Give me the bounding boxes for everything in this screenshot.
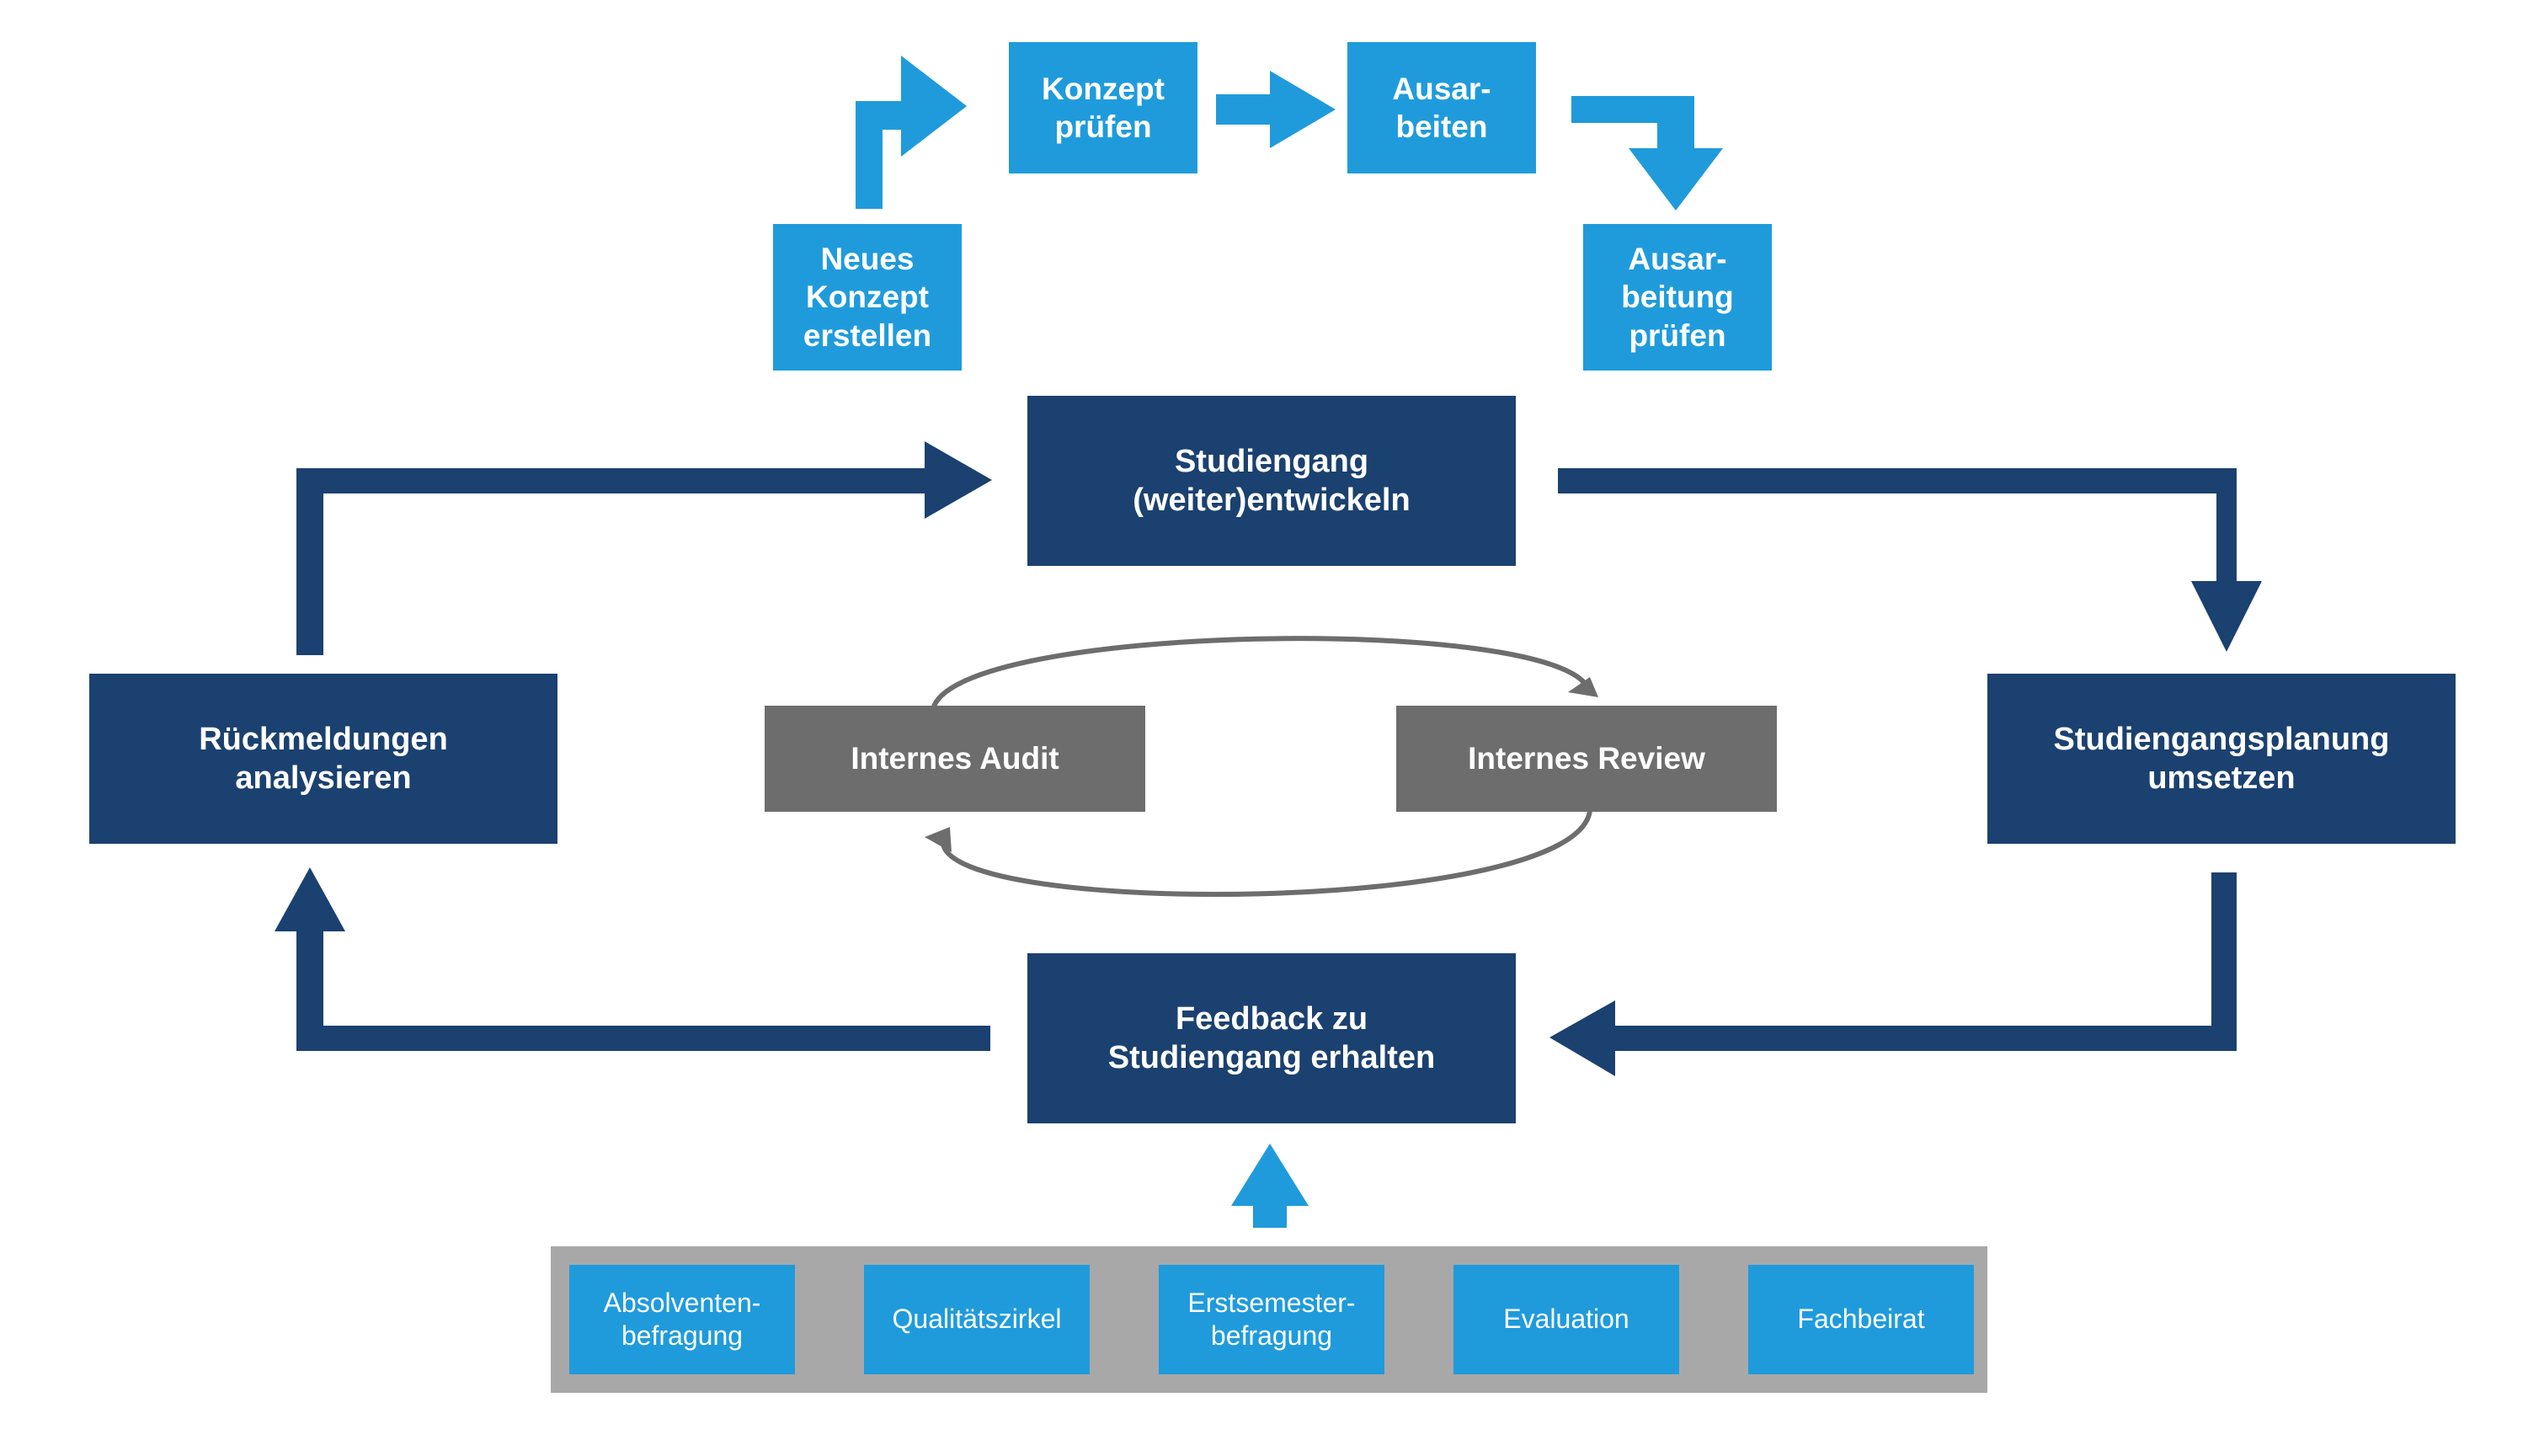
box-neues-konzept-erstellen: Neues Konzept erstellen [773,224,962,371]
box-qualitaetszirkel: Qualitätszirkel [864,1265,1090,1374]
arrow-neues-to-konzept [856,56,967,209]
arrow-audit-to-review [931,636,1591,710]
arrow-analysieren-to-entwickeln [296,441,992,655]
box-rueckmeldungen-analysieren: Rückmeldungen analysieren [89,674,557,844]
box-studiengangsplanung-umsetzen: Studiengangsplanung umsetzen [1987,674,2456,844]
arrowhead-review-to-audit [925,827,952,852]
box-evaluation: Evaluation [1453,1265,1679,1374]
box-ausarbeiten: Ausar- beiten [1347,42,1536,173]
box-konzept-pruefen: Konzept prüfen [1009,42,1197,173]
box-studiengang-entwickeln: Studiengang (weiter)entwickeln [1027,396,1516,566]
box-fachbeirat: Fachbeirat [1748,1265,1974,1374]
arrow-entwickeln-to-planung [1558,468,2262,652]
box-erstsemesterbefragung: Erstsemester- befragung [1159,1265,1384,1374]
arrow-feedback-to-analysieren [275,867,990,1051]
box-feedback-erhalten: Feedback zu Studiengang erhalten [1027,953,1516,1123]
arrow-konzept-to-ausarbeiten [1216,71,1336,148]
box-absolventenbefragung: Absolventen- befragung [569,1265,795,1374]
arrowhead-audit-to-review [1568,677,1598,697]
box-internes-review: Internes Review [1396,706,1777,812]
box-ausarbeitung-pruefen: Ausar- beitung prüfen [1583,224,1772,371]
arrow-review-to-audit [941,809,1592,897]
arrow-ausarbeiten-to-pruefen [1571,96,1723,211]
box-internes-audit: Internes Audit [765,706,1145,812]
arrow-planung-to-feedback [1549,872,2237,1076]
arrow-sources-to-feedback [1231,1144,1309,1228]
